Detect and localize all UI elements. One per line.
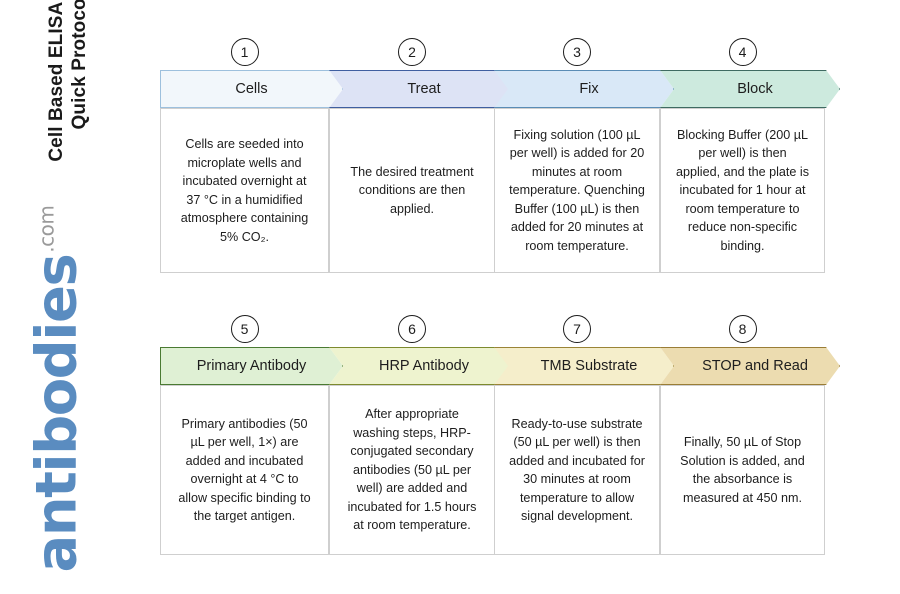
step-label-6: HRP Antibody (378, 358, 469, 374)
brand-wordmark: antibodies (24, 254, 90, 573)
step-body-text-4: Blocking Buffer (200 µL per well) is the… (675, 127, 810, 253)
step-body-cell-2: The desired treatment conditions are the… (329, 108, 495, 273)
step-banner-7[interactable]: TMB Substrate (494, 347, 674, 385)
step-body-cell-5: Primary antibodies (50 µL per well, 1×) … (160, 385, 329, 555)
step-number-badge-4: 4 (728, 38, 757, 66)
page-title: Cell Based ELISA Kits Quick Protocol (45, 0, 90, 162)
step-body-cell-6: After appropriate washing steps, HRP-con… (329, 385, 495, 555)
step-banner-8[interactable]: STOP and Read (660, 347, 840, 385)
step-badge-strip: 1 2 3 4 (160, 38, 840, 70)
brand-logo: antibodies.com (25, 206, 90, 573)
step-banner-5[interactable]: Primary Antibody (160, 347, 343, 385)
step-banner-2[interactable]: Treat (329, 70, 509, 108)
step-banner-strip: Cells Treat Fix Block (160, 70, 840, 108)
step-body-cell-7: Ready-to-use substrate (50 µL per well) … (494, 385, 660, 555)
step-body-text-1: Cells are seeded into microplate wells a… (180, 137, 309, 244)
step-number-badge-8: 8 (728, 315, 757, 343)
step-body-cell-3: Fixing solution (100 µL per well) is add… (494, 108, 660, 273)
step-label-8: STOP and Read (702, 358, 808, 374)
step-body-text-8: Finally, 50 µL of Stop Solution is added… (680, 435, 805, 505)
step-badge-strip: 5 6 7 8 (160, 315, 840, 347)
step-body-strip: Cells are seeded into microplate wells a… (160, 108, 840, 273)
step-body-text-2: The desired treatment conditions are the… (350, 164, 474, 216)
step-body-text-7: Ready-to-use substrate (50 µL per well) … (509, 416, 645, 524)
step-number-badge-5: 5 (230, 315, 259, 343)
step-number-badge-7: 7 (563, 315, 591, 343)
step-body-strip: Primary antibodies (50 µL per well, 1×) … (160, 385, 840, 555)
step-label-5: Primary Antibody (196, 358, 307, 374)
step-label-4: Block (737, 81, 773, 97)
step-label-3: Fix (579, 81, 599, 97)
step-label-1: Cells (235, 81, 268, 97)
step-label-2: Treat (407, 81, 441, 97)
step-body-text-6: After appropriate washing steps, HRP-con… (347, 407, 477, 533)
step-number-badge-6: 6 (398, 315, 426, 343)
step-number-badge-2: 2 (398, 38, 426, 66)
step-banner-3[interactable]: Fix (494, 70, 674, 108)
step-banner-strip: Primary Antibody HRP Antibody TMB Substrat… (160, 347, 840, 385)
step-banner-4[interactable]: Block (660, 70, 840, 108)
step-number-badge-1: 1 (230, 38, 259, 66)
step-label-7: TMB Substrate (540, 358, 638, 374)
step-body-cell-1: Cells are seeded into microplate wells a… (160, 108, 329, 273)
step-number-badge-3: 3 (563, 38, 591, 66)
brand-tld: .com (34, 205, 59, 253)
step-body-cell-8: Finally, 50 µL of Stop Solution is added… (660, 385, 825, 555)
step-body-text-5: Primary antibodies (50 µL per well, 1×) … (178, 416, 311, 524)
step-banner-1[interactable]: Cells (160, 70, 343, 108)
step-body-text-3: Fixing solution (100 µL per well) is add… (509, 127, 645, 253)
step-body-cell-4: Blocking Buffer (200 µL per well) is the… (660, 108, 825, 273)
step-banner-6[interactable]: HRP Antibody (329, 347, 509, 385)
